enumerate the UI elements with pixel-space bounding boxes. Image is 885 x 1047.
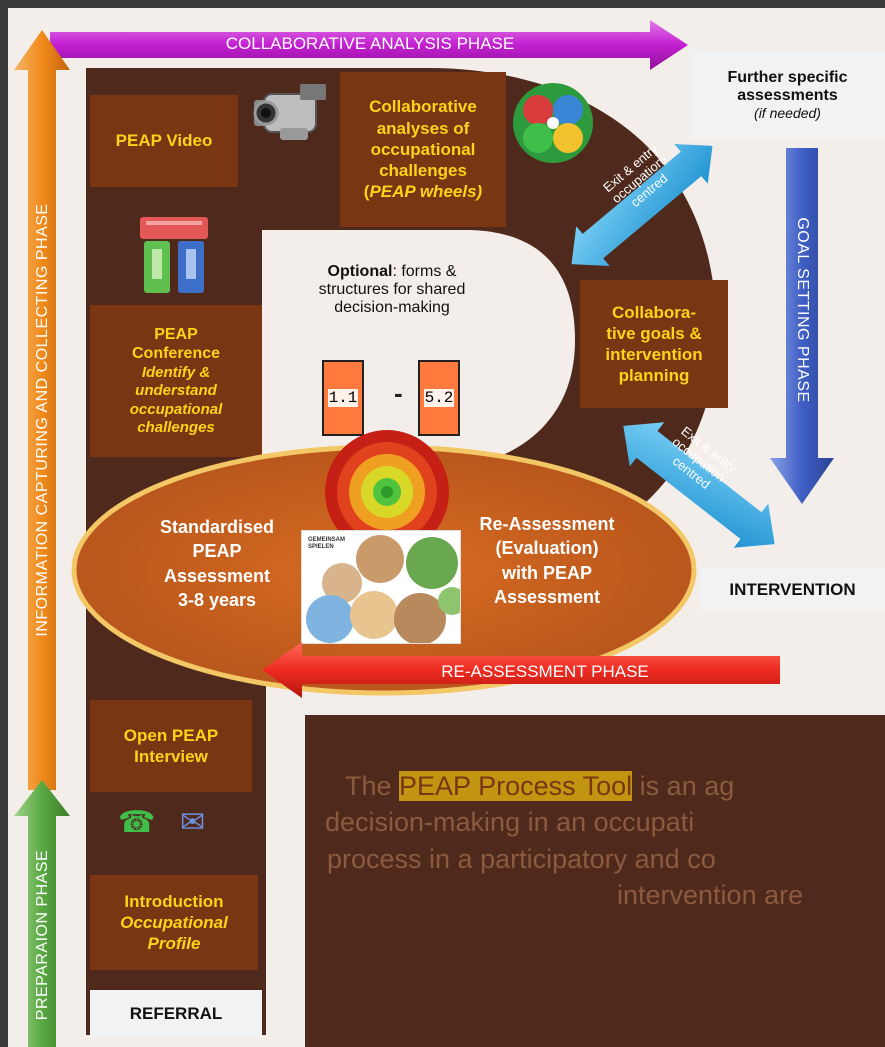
binders-icon <box>140 217 208 293</box>
card-right: 5.2 <box>418 360 460 436</box>
collab-goals-line-3: intervention <box>605 345 703 364</box>
conference-sub-3: occupational <box>129 400 223 418</box>
reassessment-arrow <box>262 642 780 698</box>
phone-icon: ☎ <box>118 806 156 839</box>
collab-goals-line-4: planning <box>618 366 690 386</box>
referral-label: REFERRAL <box>90 990 262 1038</box>
description-line-3: process in a participatory and co <box>327 843 716 874</box>
standardised-assessment-text: Standardised PEAP Assessment 3-8 years <box>159 517 275 610</box>
exit-entry-arrow-lower <box>623 422 775 548</box>
video-camera-icon <box>253 84 326 140</box>
collab-analyses-line-4: challenges <box>379 161 467 181</box>
preparation-label: PREPARAION PHASE <box>34 849 51 1021</box>
open-interview-box: Open PEAP Interview <box>90 700 252 792</box>
preparation-arrow <box>14 780 70 1047</box>
optional-forms-label: Optional: forms & structures for shared … <box>270 242 514 338</box>
optional-line-3: decision-making <box>334 299 450 316</box>
introduction-box: Introduction Occupational Profile <box>90 875 258 970</box>
occupational-profile-1: Occupational <box>120 912 228 932</box>
optional-line-1: Optional: forms & <box>327 263 457 280</box>
occupational-profile-2: Profile <box>147 934 201 954</box>
collab-goals-line-2: tive goals & <box>606 323 702 343</box>
peap-wheels-icon <box>513 83 593 163</box>
children-photos <box>306 535 460 643</box>
collaborative-analysis-label: COLLABORATIVE ANALYSIS PHASE <box>225 34 515 53</box>
card-left: 1.1 <box>322 360 364 436</box>
peap-description-text: The PEAP Process Tool is an ag decision-… <box>305 768 885 914</box>
conference-line-2: Conference <box>131 345 221 363</box>
description-line-1: The PEAP Process Tool is an ag <box>345 771 735 801</box>
peap-video-box: PEAP Video <box>90 95 238 187</box>
goal-setting-label: GOAL SETTING PHASE <box>794 217 811 403</box>
photo-caption: GEMEINSAM SPIELEN <box>308 537 346 550</box>
description-line-2: decision-making in an occupati <box>325 807 695 838</box>
further-assessments-label: Further specific assessments (if needed) <box>690 50 885 140</box>
information-capturing-arrow <box>14 30 70 790</box>
mail-icon: ✉ <box>180 806 206 839</box>
collab-analyses-line-2: analyses of <box>376 118 470 138</box>
intervention-label: INTERVENTION <box>700 568 885 612</box>
optional-line-2: structures for shared <box>318 281 466 298</box>
further-line-2: assessments <box>737 87 838 104</box>
information-capturing-label: INFORMATION CAPTURING AND COLLECTING PHA… <box>34 203 51 637</box>
further-line-1: Further specific <box>727 69 848 86</box>
collaborative-goals-box: Collabora- tive goals & intervention pla… <box>580 280 728 408</box>
open-interview-line-1: Open PEAP <box>123 725 219 745</box>
open-interview-line-2: Interview <box>134 747 208 766</box>
collaborative-analyses-box: Collaborative analyses of occupational c… <box>340 72 506 227</box>
card-dash: - <box>394 378 403 408</box>
collab-goals-line-1: Collabora- <box>611 302 697 322</box>
peap-wheels-label: (PEAP wheels) <box>363 182 483 202</box>
peap-conference-box: PEAP Conference Identify & understand oc… <box>90 305 262 457</box>
further-note: (if needed) <box>754 105 821 121</box>
collab-analyses-line-1: Collaborative <box>369 97 477 117</box>
photo-collage: GEMEINSAM SPIELEN <box>301 530 461 644</box>
conference-line-1: PEAP <box>154 325 198 343</box>
introduction-title: Introduction <box>124 891 224 911</box>
conference-sub-1: Identify & <box>141 363 211 381</box>
goal-setting-arrow <box>770 148 834 504</box>
collab-analyses-line-3: occupational <box>370 139 476 159</box>
target-icon <box>325 430 449 554</box>
exit-entry-arrow-upper <box>571 143 713 267</box>
reassessment-text: Re-Assessment (Evaluation) with PEAP Ass… <box>479 514 615 607</box>
description-line-4: intervention are <box>617 880 804 911</box>
conference-sub-4: challenges <box>137 418 215 436</box>
peap-process-tool-highlight: PEAP Process Tool <box>399 771 633 801</box>
reassessment-phase-label: RE-ASSESSMENT PHASE <box>441 662 649 681</box>
peap-video-label: PEAP Video <box>115 131 213 151</box>
collaborative-analysis-arrow <box>50 20 688 70</box>
conference-sub-2: understand <box>135 382 217 400</box>
